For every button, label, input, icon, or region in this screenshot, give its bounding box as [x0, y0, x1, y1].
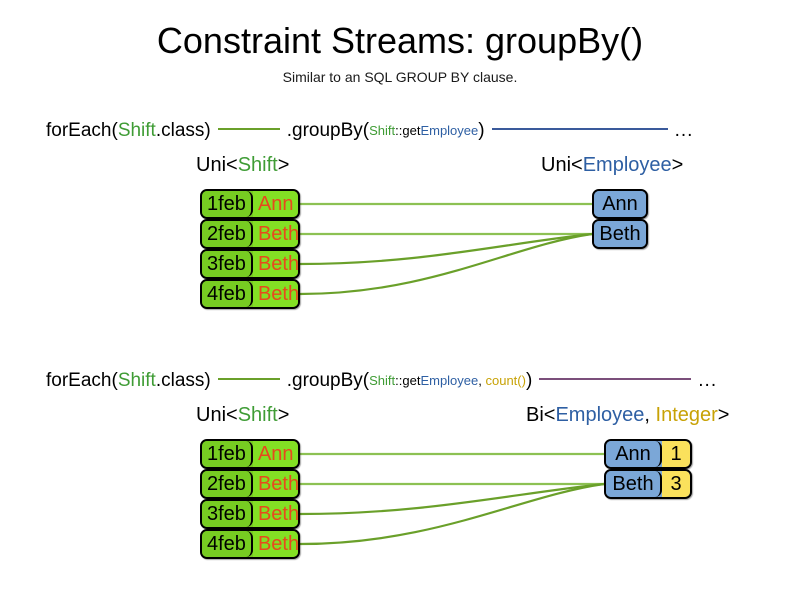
employee-count-card[interactable]: Ann 1	[604, 439, 692, 469]
shift-card[interactable]: 3feb Beth	[200, 249, 300, 279]
left-type-inner: Shift	[237, 404, 278, 426]
employee-name: Beth	[606, 471, 662, 497]
employee-name: Ann	[606, 441, 662, 467]
right-type-label-row1: Uni<Employee>	[541, 153, 683, 177]
shift-employee-name: Beth	[252, 281, 298, 307]
connector-foreach-groupby	[217, 128, 280, 130]
foreach-prefix: forEach(	[46, 370, 118, 391]
left-type-close: >	[277, 404, 290, 426]
right-type-open: Uni<	[541, 154, 583, 176]
foreach-suffix: .class)	[155, 120, 211, 141]
shift-card[interactable]: 2feb Beth	[200, 469, 300, 499]
foreach-suffix: .class)	[155, 370, 211, 391]
groupby-prefix: .groupBy(	[286, 120, 370, 141]
employee-count: 3	[662, 471, 690, 497]
employee-card[interactable]: Beth	[592, 219, 648, 249]
shift-date: 2feb	[202, 221, 253, 247]
code-line-groupby-key: forEach(Shift.class).groupBy(Shift::getE…	[46, 116, 766, 146]
foreach-class: Shift	[117, 120, 156, 141]
page-title: Constraint Streams: groupBy()	[156, 20, 644, 61]
left-type-open: Uni<	[196, 154, 238, 176]
shift-date: 4feb	[202, 531, 253, 557]
right-type-inner: Employee	[582, 154, 672, 176]
employee-count-card[interactable]: Beth 3	[604, 469, 692, 499]
connector-foreach-groupby	[217, 378, 280, 380]
groupby-arg-method-sep: ::get	[395, 373, 421, 388]
right-type-close: >	[717, 404, 730, 426]
shift-employee-name: Beth	[252, 471, 298, 497]
left-type-label-row2: Uni<Shift>	[196, 403, 289, 427]
groupby-arg-property: Employee	[420, 373, 479, 388]
shift-date: 4feb	[202, 281, 253, 307]
right-type-inner: Employee	[555, 404, 645, 426]
employee-count: 1	[662, 441, 690, 467]
groupby-prefix: .groupBy(	[286, 370, 370, 391]
connector-groupby-result	[539, 378, 692, 380]
left-type-label-row1: Uni<Shift>	[196, 153, 289, 177]
groupby-arg-property: Employee	[420, 123, 479, 138]
shift-card[interactable]: 1feb Ann	[200, 439, 300, 469]
foreach-prefix: forEach(	[46, 120, 118, 141]
employee-name: Beth	[594, 221, 646, 247]
ellipsis: ...	[674, 120, 694, 141]
employee-name: Ann	[594, 191, 646, 217]
ellipsis: ...	[698, 370, 718, 391]
right-type-close: >	[671, 154, 684, 176]
right-type-inner2: Integer	[655, 404, 718, 426]
shift-date: 1feb	[202, 441, 253, 467]
page-subtitle: Similar to an SQL GROUP BY clause.	[282, 69, 518, 85]
shift-card[interactable]: 4feb Beth	[200, 529, 300, 559]
groupby-arg-separator: ,	[478, 373, 486, 388]
groupby-arg-collector: count()	[485, 373, 526, 388]
foreach-class: Shift	[117, 370, 156, 391]
connector-groupby-result	[491, 128, 668, 130]
right-type-open: Bi<	[526, 404, 556, 426]
shift-employee-name: Beth	[252, 501, 298, 527]
shift-employee-name: Beth	[252, 221, 298, 247]
shift-date: 3feb	[202, 501, 253, 527]
shift-employee-name: Ann	[252, 191, 298, 217]
code-line-groupby-key-count: forEach(Shift.class).groupBy(Shift::getE…	[46, 366, 766, 396]
shift-card[interactable]: 3feb Beth	[200, 499, 300, 529]
right-type-label-row2: Bi<Employee, Integer>	[526, 403, 729, 427]
shift-card[interactable]: 4feb Beth	[200, 279, 300, 309]
groupby-arg-method-sep: ::get	[395, 123, 421, 138]
shift-employee-name: Ann	[252, 441, 298, 467]
left-type-inner: Shift	[237, 154, 278, 176]
right-type-middle: ,	[644, 404, 656, 426]
shift-card[interactable]: 1feb Ann	[200, 189, 300, 219]
shift-employee-name: Beth	[252, 251, 298, 277]
shift-card[interactable]: 2feb Beth	[200, 219, 300, 249]
groupby-arg-class: Shift	[369, 123, 396, 138]
shift-employee-name: Beth	[252, 531, 298, 557]
left-type-close: >	[277, 154, 290, 176]
groupby-suffix: )	[478, 120, 485, 141]
left-type-open: Uni<	[196, 404, 238, 426]
groupby-suffix: )	[525, 370, 533, 391]
shift-date: 1feb	[202, 191, 253, 217]
shift-date: 3feb	[202, 251, 253, 277]
employee-card[interactable]: Ann	[592, 189, 648, 219]
shift-date: 2feb	[202, 471, 253, 497]
groupby-arg-class: Shift	[369, 373, 396, 388]
